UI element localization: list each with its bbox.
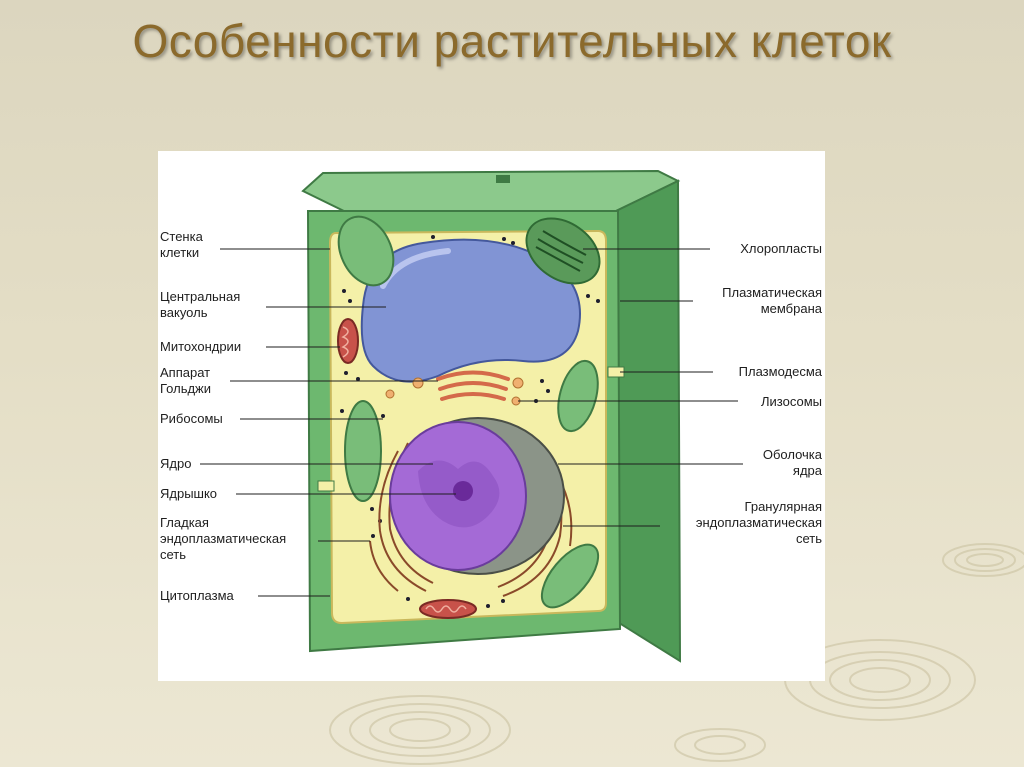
leader-lines xyxy=(200,248,743,597)
golgi-apparatus xyxy=(436,370,510,401)
label-cytoplasm: Цитоплазма xyxy=(160,588,234,603)
plant-cell-diagram: Стенка клетки Центральная вакуоль Митохо… xyxy=(158,151,825,681)
label-smooth-er: Гладкая эндоплазматическая сеть xyxy=(160,515,287,562)
mitochondrion-bottom xyxy=(419,599,477,619)
label-lysosomes: Лизосомы xyxy=(761,394,822,409)
nucleolus xyxy=(453,481,473,501)
chloroplast-top-right xyxy=(525,217,601,285)
nucleus xyxy=(389,417,565,575)
plasmodesma-top xyxy=(496,175,510,183)
label-mitochondria: Митохондрии xyxy=(160,339,242,354)
label-central-vacuole: Центральная вакуоль xyxy=(160,289,241,320)
cell-wall-top xyxy=(301,169,681,215)
label-nucleus: Ядро xyxy=(160,456,192,471)
plasmodesma-left xyxy=(317,480,335,492)
label-golgi: Аппарат Гольджи xyxy=(160,365,212,396)
chloroplast-left xyxy=(344,400,382,502)
slide-title: Особенности растительных клеток xyxy=(132,15,892,67)
label-plasmodesma: Плазмодесма xyxy=(738,364,822,379)
label-plasma-membrane: Плазматическая мембрана xyxy=(722,285,822,316)
label-chloroplasts: Хлоропласты xyxy=(740,241,822,256)
plant-cell-svg xyxy=(200,169,743,663)
label-nucleolus: Ядрышко xyxy=(160,486,218,501)
chloroplast-top-left xyxy=(337,215,395,287)
label-ribosomes: Рибосомы xyxy=(160,411,223,426)
central-vacuole xyxy=(360,238,581,383)
label-nuclear-envelope: Оболочка ядра xyxy=(762,447,822,478)
cell-wall-right xyxy=(615,179,682,663)
label-cell-wall: Стенка клетки xyxy=(160,229,203,260)
mitochondrion-left xyxy=(337,318,359,364)
chloroplast-bottom-right xyxy=(540,543,600,609)
label-rough-er: Гранулярная эндоплазматическая сеть xyxy=(695,499,822,546)
